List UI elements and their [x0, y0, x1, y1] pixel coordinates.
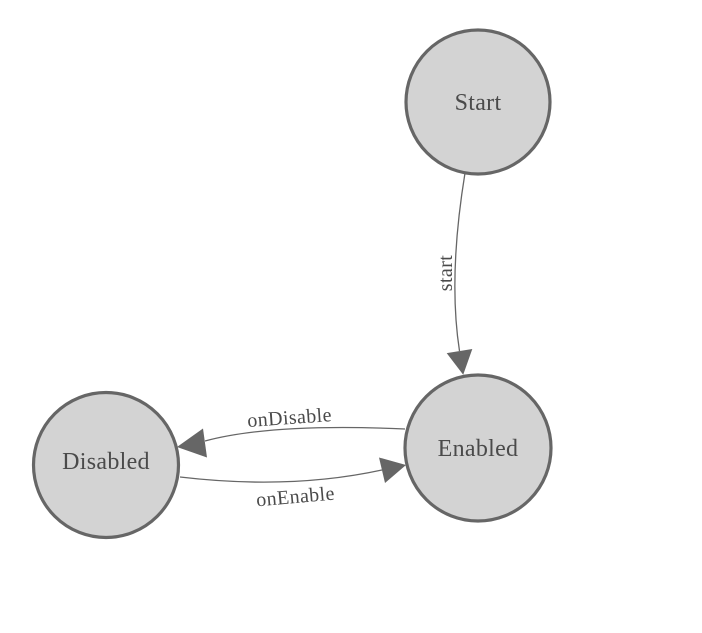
- node-disabled-circle[interactable]: [31, 390, 181, 540]
- node-start-circle[interactable]: [404, 28, 552, 176]
- node-enabled[interactable]: Enabled: [403, 373, 553, 523]
- edge-on-disable-transition: onDisable: [177, 404, 406, 458]
- edge-on-enable-line: [179, 469, 383, 483]
- edge-start-arrowhead-icon: [446, 349, 473, 375]
- edge-on-enable-transition: onEnable: [179, 457, 406, 512]
- edge-start-transition: start: [435, 172, 473, 375]
- edge-on-enable-arrowhead-icon: [379, 457, 406, 483]
- edge-label-on-enable: onEnable: [255, 483, 335, 512]
- edge-on-disable-line: [204, 426, 406, 442]
- node-enabled-circle[interactable]: [403, 373, 553, 523]
- edge-label-start: start: [435, 255, 457, 291]
- node-disabled[interactable]: Disabled: [31, 390, 181, 540]
- node-start[interactable]: Start: [404, 28, 552, 176]
- edge-start-line: [454, 172, 466, 352]
- edge-on-disable-arrowhead-icon: [177, 428, 207, 458]
